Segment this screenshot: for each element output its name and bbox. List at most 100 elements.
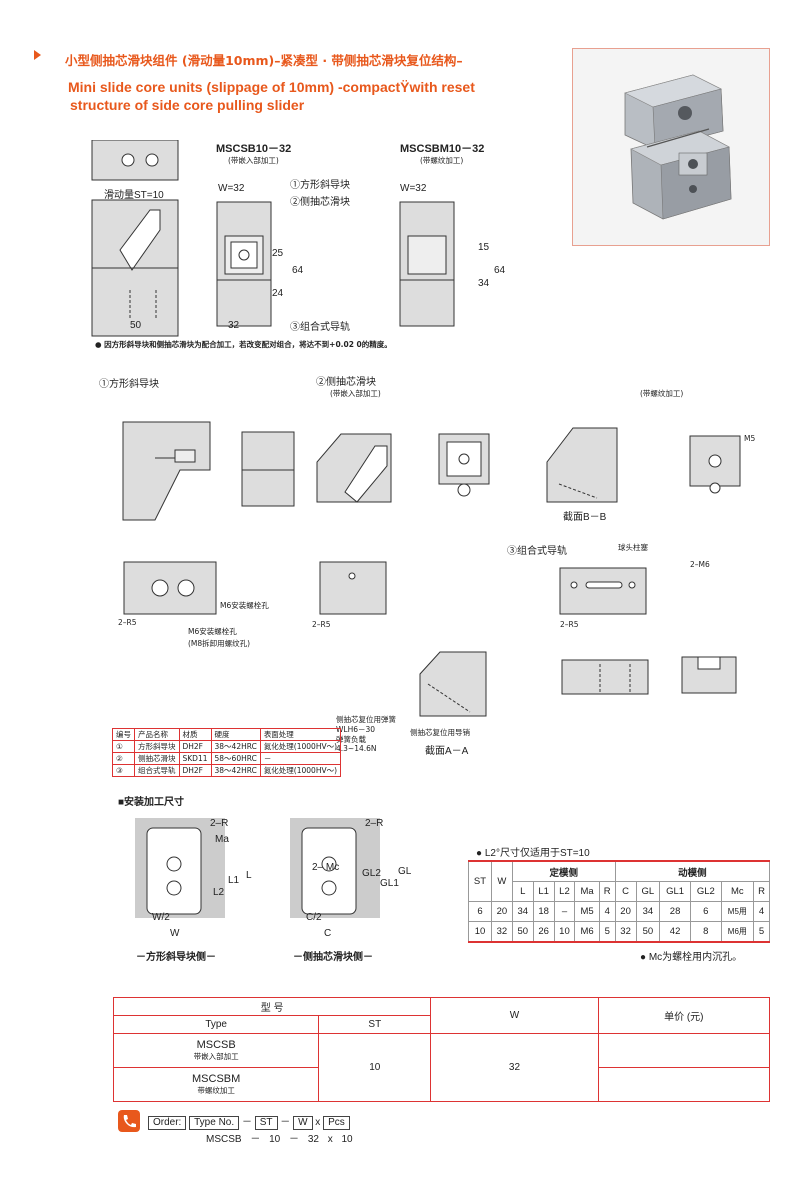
dim-col-header: GL2 — [689, 881, 722, 902]
dim-32: 32 — [228, 320, 240, 331]
table-cell: 18 — [532, 901, 555, 922]
install-label-l2: L2 — [213, 887, 225, 898]
install-label-w2: W/2 — [152, 912, 170, 923]
dim-col-header: Mc — [720, 881, 755, 902]
spring-load: 弹簧负载 — [336, 735, 366, 744]
install-drawing-b — [290, 818, 390, 927]
part1-callout: ①方形斜导块 — [290, 180, 350, 191]
order-w: W — [293, 1116, 313, 1130]
model-a-sub: (带嵌入部加工) — [228, 156, 279, 165]
install-label-c2: C/2 — [306, 912, 322, 923]
price-subheader-row: Type ST — [112, 1015, 770, 1034]
table-row: 10 32 50 26 10 M6 5 32 50 42 8 M6用 5 — [468, 921, 770, 943]
table-cell: SKD11 — [178, 752, 212, 765]
price-cell — [597, 1067, 771, 1102]
order-x: x — [315, 1117, 321, 1128]
table-cell: 8 — [689, 921, 722, 943]
materials-header: 材质 — [178, 728, 212, 741]
price-w: 32 — [430, 1033, 599, 1102]
dim-col-header: C — [614, 881, 637, 902]
table-cell: 5 — [598, 921, 616, 943]
dim-group-moving: 动模侧 — [614, 860, 771, 882]
table-cell: 32 — [490, 921, 513, 943]
order-x: x — [327, 1134, 333, 1145]
table-cell: 6 — [689, 901, 722, 922]
materials-header: 编号 — [112, 728, 135, 741]
dim-col-header: Ma — [574, 881, 600, 902]
dim-col-header: R — [598, 881, 616, 902]
dim-col-header: ST — [468, 860, 492, 902]
install-label-l: L — [246, 870, 252, 881]
table-cell: 20 — [614, 901, 637, 922]
square-guide-side-view — [115, 420, 215, 534]
table-cell: － — [259, 752, 342, 765]
side-core-slider-view — [315, 432, 395, 508]
title-english-line1: Mini slide core units (slippage of 10mm)… — [68, 79, 475, 95]
title-english-line2: structure of side core pulling slider — [70, 97, 305, 113]
price-type-sub: 带螺纹加工 — [197, 1086, 235, 1095]
order-example: MSCSB － 10 － 32 x 10 — [206, 1130, 353, 1145]
m8-hole-label: (M8拆卸用螺纹孔) — [188, 639, 251, 648]
dim-50: 50 — [130, 320, 142, 331]
product-photo — [572, 48, 770, 246]
table-cell: ② — [112, 752, 135, 765]
dim-group-fixed: 定模侧 — [511, 860, 616, 882]
order-pcs: Pcs — [323, 1116, 350, 1130]
part2-callout: ②侧抽芯滑块 — [290, 197, 350, 208]
bullet-arrow-icon — [34, 50, 41, 60]
dim-table-header-row: L L1 L2 Ma R C GL GL1 GL2 Mc R — [469, 881, 770, 902]
dim-table-note-bottom: ● Mc为螺栓用内沉孔。 — [640, 952, 743, 963]
price-type: MSCSB — [196, 1039, 236, 1051]
table-cell: M6用 — [720, 921, 755, 943]
rail-end-view — [680, 655, 740, 701]
order-example-st: 10 — [269, 1134, 281, 1145]
rail-side-view — [560, 658, 650, 702]
dim-col-header: GL1 — [659, 881, 691, 902]
price-type-cell: MSCSB 带嵌入部加工 — [112, 1033, 320, 1068]
rail-top-view — [558, 566, 648, 622]
pin-label: 侧抽芯复位用导销 — [410, 728, 470, 737]
dim-64: 64 — [292, 265, 304, 276]
materials-header-row: 编号 产品名称 材质 硬度 表面处理 — [112, 728, 342, 741]
table-cell: 42 — [659, 921, 691, 943]
ball-plunger-label: 球头柱塞 — [618, 543, 648, 552]
table-cell: 50 — [511, 921, 534, 943]
dim-col-header: W — [490, 860, 513, 902]
phone-icon — [118, 1110, 140, 1132]
spring-range: 4.3~14.6N — [336, 744, 377, 753]
square-guide-top-view — [120, 560, 220, 624]
table-cell: 10 — [468, 921, 492, 943]
table-cell: DH2F — [178, 764, 212, 777]
section-bb-label: 截面B－B — [563, 512, 607, 523]
order-dash: － — [241, 1117, 252, 1128]
order-st: ST — [254, 1116, 278, 1130]
spring-spec: WLH6－30 — [336, 725, 376, 734]
dim-col-header: L2 — [553, 881, 576, 902]
table-row: ① 方形斜导块 DH2F 38～42HRC 氮化处理(1000HV～) — [112, 740, 342, 753]
side-core-slider-front — [437, 432, 497, 506]
install-label-2r: 2–R — [210, 818, 229, 829]
table-row: MSCSBM 带螺纹加工 — [112, 1067, 771, 1102]
table-cell: 6 — [468, 901, 492, 922]
title-english: Mini slide core units (slippage of 10mm)… — [68, 78, 475, 114]
table-cell: M5 — [574, 901, 600, 922]
m6-bolt-label-2: M6安装螺栓孔 — [188, 627, 237, 636]
title-chinese: 小型侧抽芯滑块组件 (滑动量10mm)–紧凑型 · 带侧抽芯滑块复位结构– — [65, 53, 463, 68]
stroke-label: 滑动量ST=10 — [104, 190, 164, 201]
part1-title: ①方形斜导块 — [99, 379, 159, 390]
front-view-b — [398, 200, 458, 334]
order-example-type: MSCSB — [206, 1134, 242, 1145]
dim-table-group-row: ST W 定模侧 动模侧 — [468, 860, 771, 902]
table-cell: 10 — [553, 921, 576, 943]
materials-header: 表面处理 — [259, 728, 342, 741]
price-type: MSCSBM — [192, 1073, 241, 1085]
table-cell: ③ — [112, 764, 135, 777]
order-label: Order: — [148, 1116, 187, 1130]
price-header-price: 单价 (元) — [597, 997, 771, 1034]
part2-sub: (带嵌入部加工) — [330, 389, 381, 398]
r5-label-3: 2–R5 — [560, 620, 579, 629]
dimension-table: ST W 定模侧 动模侧 L L1 L2 Ma R C GL GL1 GL2 M… — [468, 860, 771, 943]
materials-header: 硬度 — [210, 728, 261, 741]
table-row: MSCSB 带嵌入部加工 10 32 — [112, 1033, 771, 1102]
top-drawing-side-view — [90, 139, 190, 344]
